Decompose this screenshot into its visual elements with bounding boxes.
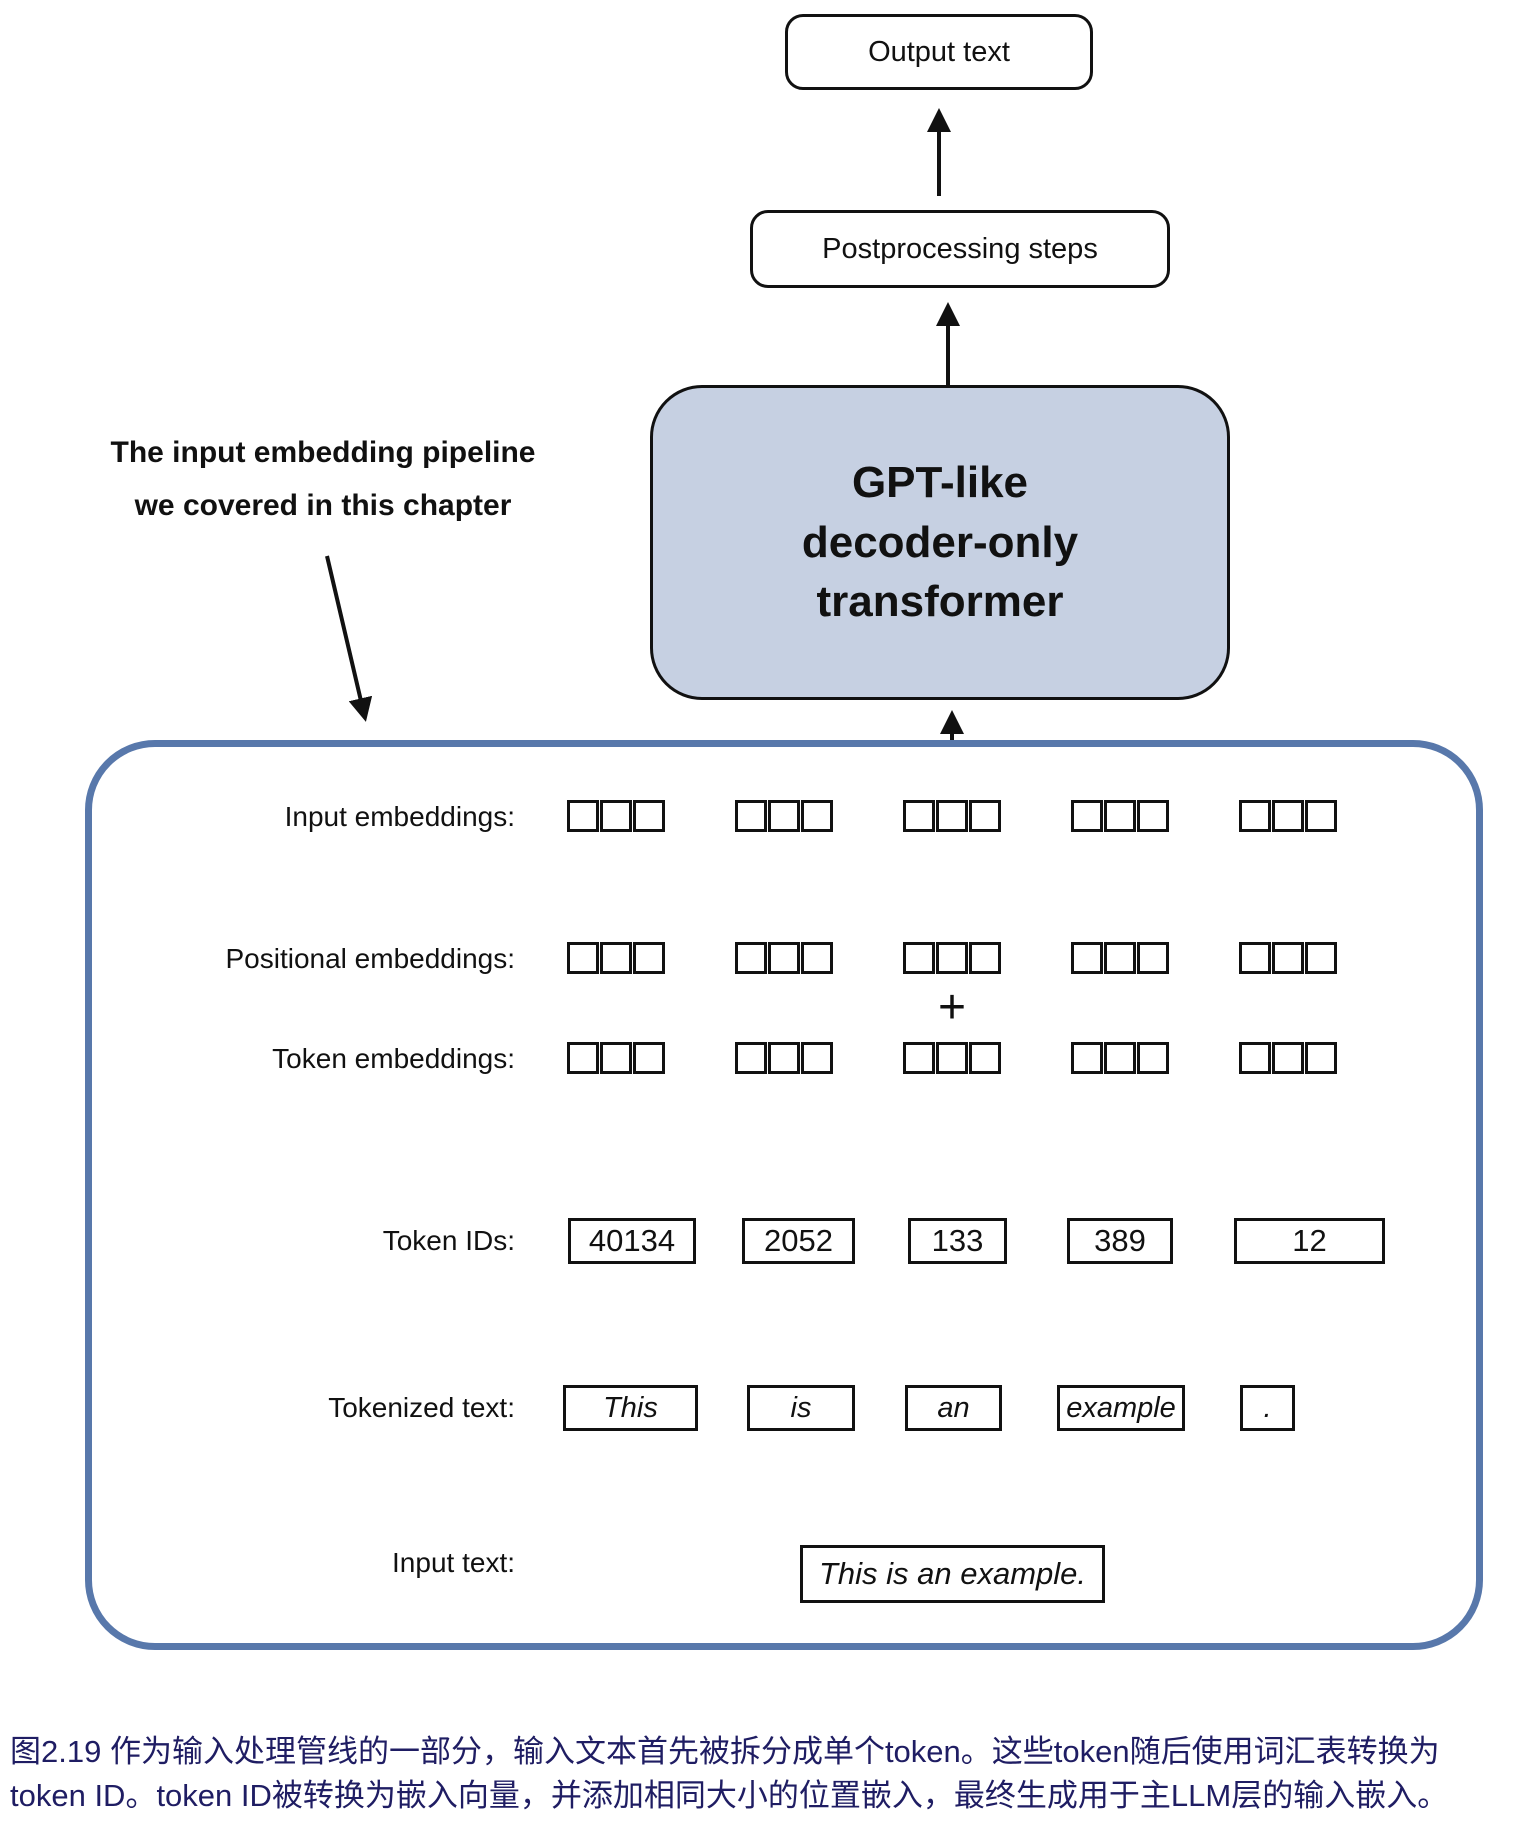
embedding-vector-group — [567, 800, 665, 832]
embedding-cell — [801, 1042, 833, 1074]
token-id-box: 133 — [908, 1218, 1007, 1264]
embedding-cell — [735, 1042, 767, 1074]
annotation-line-2: we covered in this chapter — [134, 489, 512, 522]
embedding-cell — [600, 800, 632, 832]
transformer-line-3: transformer — [816, 577, 1064, 627]
embedding-cell — [1272, 1042, 1304, 1074]
token-embeddings-row — [567, 1042, 1337, 1074]
transformer-line-2: decoder-only — [801, 517, 1079, 567]
token-box: This — [563, 1385, 698, 1431]
embedding-cell — [1071, 800, 1103, 832]
output-text-box: Output text — [785, 14, 1093, 90]
tokenized-text-label: Tokenized text: — [328, 1392, 515, 1423]
token-id-box: 40134 — [568, 1218, 696, 1264]
embedding-cell — [1305, 942, 1337, 974]
token-id-box: 389 — [1067, 1218, 1173, 1264]
embedding-vector-group — [903, 800, 1001, 832]
embedding-cell — [768, 1042, 800, 1074]
input-text-label: Input text: — [392, 1547, 515, 1578]
embedding-cell — [768, 942, 800, 974]
embedding-cell — [600, 942, 632, 974]
embedding-vector-group — [1239, 800, 1337, 832]
embedding-cell — [567, 800, 599, 832]
embedding-cell — [735, 942, 767, 974]
token-id-box: 12 — [1234, 1218, 1385, 1264]
embedding-vector-group — [1071, 1042, 1169, 1074]
embedding-cell — [801, 800, 833, 832]
embedding-cell — [735, 800, 767, 832]
embedding-vector-group — [567, 1042, 665, 1074]
annotation-pointer-arrow — [325, 555, 373, 722]
embedding-vector-group — [903, 942, 1001, 974]
embedding-cell — [1071, 942, 1103, 974]
embedding-cell — [768, 800, 800, 832]
embedding-cell — [903, 800, 935, 832]
output-text-label: Output text — [868, 35, 1010, 68]
token-box: . — [1240, 1385, 1295, 1431]
embedding-vector-group — [1239, 942, 1337, 974]
transformer-box: GPT-like decoder-only transformer — [650, 385, 1230, 700]
embedding-cell — [1239, 800, 1271, 832]
embedding-cell — [969, 942, 1001, 974]
embedding-cell — [903, 942, 935, 974]
embedding-cell — [1272, 942, 1304, 974]
token-embeddings-label: Token embeddings: — [272, 1043, 515, 1074]
embedding-cell — [633, 942, 665, 974]
annotation-note: The input embedding pipeline we covered … — [88, 426, 558, 532]
token-id-box: 2052 — [742, 1218, 855, 1264]
embedding-cell — [1137, 942, 1169, 974]
embedding-cell — [1272, 800, 1304, 832]
embedding-cell — [567, 1042, 599, 1074]
embedding-cell — [801, 942, 833, 974]
input-text-box: This is an example. — [800, 1545, 1105, 1603]
embedding-vector-group — [735, 800, 833, 832]
input-embeddings-row — [567, 800, 1337, 832]
embedding-cell — [1104, 942, 1136, 974]
input-embedding-pipeline-box — [85, 740, 1483, 1650]
embedding-vector-group — [1239, 1042, 1337, 1074]
embedding-vector-group — [735, 942, 833, 974]
figure-caption: 图2.19 作为输入处理管线的一部分，输入文本首先被拆分成单个token。这些t… — [10, 1730, 1510, 1818]
embedding-vector-group — [903, 1042, 1001, 1074]
embedding-vector-group — [1071, 800, 1169, 832]
postprocessing-box: Postprocessing steps — [750, 210, 1170, 288]
token-box: is — [747, 1385, 855, 1431]
embedding-cell — [936, 800, 968, 832]
embedding-cell — [1239, 942, 1271, 974]
embedding-cell — [969, 1042, 1001, 1074]
embedding-vector-group — [735, 1042, 833, 1074]
embedding-cell — [903, 1042, 935, 1074]
transformer-line-1: GPT-like — [851, 458, 1029, 508]
caption-line-2: token ID。token ID被转换为嵌入向量，并添加相同大小的位置嵌入，最… — [10, 1778, 1449, 1813]
embedding-cell — [969, 800, 1001, 832]
embedding-cell — [600, 1042, 632, 1074]
positional-embeddings-label: Positional embeddings: — [225, 943, 515, 974]
token-box: example — [1057, 1385, 1185, 1431]
plus-sign: + — [937, 981, 967, 1034]
annotation-line-1: The input embedding pipeline — [110, 436, 536, 469]
embedding-cell — [1239, 1042, 1271, 1074]
transformer-box-text: GPT-like decoder-only transformer — [802, 453, 1078, 631]
embedding-cell — [936, 1042, 968, 1074]
embedding-cell — [1305, 1042, 1337, 1074]
embedding-vector-group — [567, 942, 665, 974]
positional-embeddings-row — [567, 942, 1337, 974]
postprocessing-label: Postprocessing steps — [822, 232, 1098, 265]
embedding-cell — [1137, 1042, 1169, 1074]
caption-line-1: 图2.19 作为输入处理管线的一部分，输入文本首先被拆分成单个token。这些t… — [10, 1734, 1440, 1769]
embedding-cell — [1104, 800, 1136, 832]
embedding-cell — [633, 1042, 665, 1074]
embedding-cell — [936, 942, 968, 974]
embedding-cell — [1305, 800, 1337, 832]
embedding-cell — [567, 942, 599, 974]
embedding-cell — [633, 800, 665, 832]
embedding-cell — [1137, 800, 1169, 832]
token-box: an — [905, 1385, 1002, 1431]
input-text-value: This is an example. — [818, 1556, 1087, 1591]
embedding-cell — [1071, 1042, 1103, 1074]
input-embeddings-label: Input embeddings: — [284, 801, 515, 832]
embedding-cell — [1104, 1042, 1136, 1074]
embedding-vector-group — [1071, 942, 1169, 974]
token-ids-label: Token IDs: — [382, 1225, 515, 1256]
